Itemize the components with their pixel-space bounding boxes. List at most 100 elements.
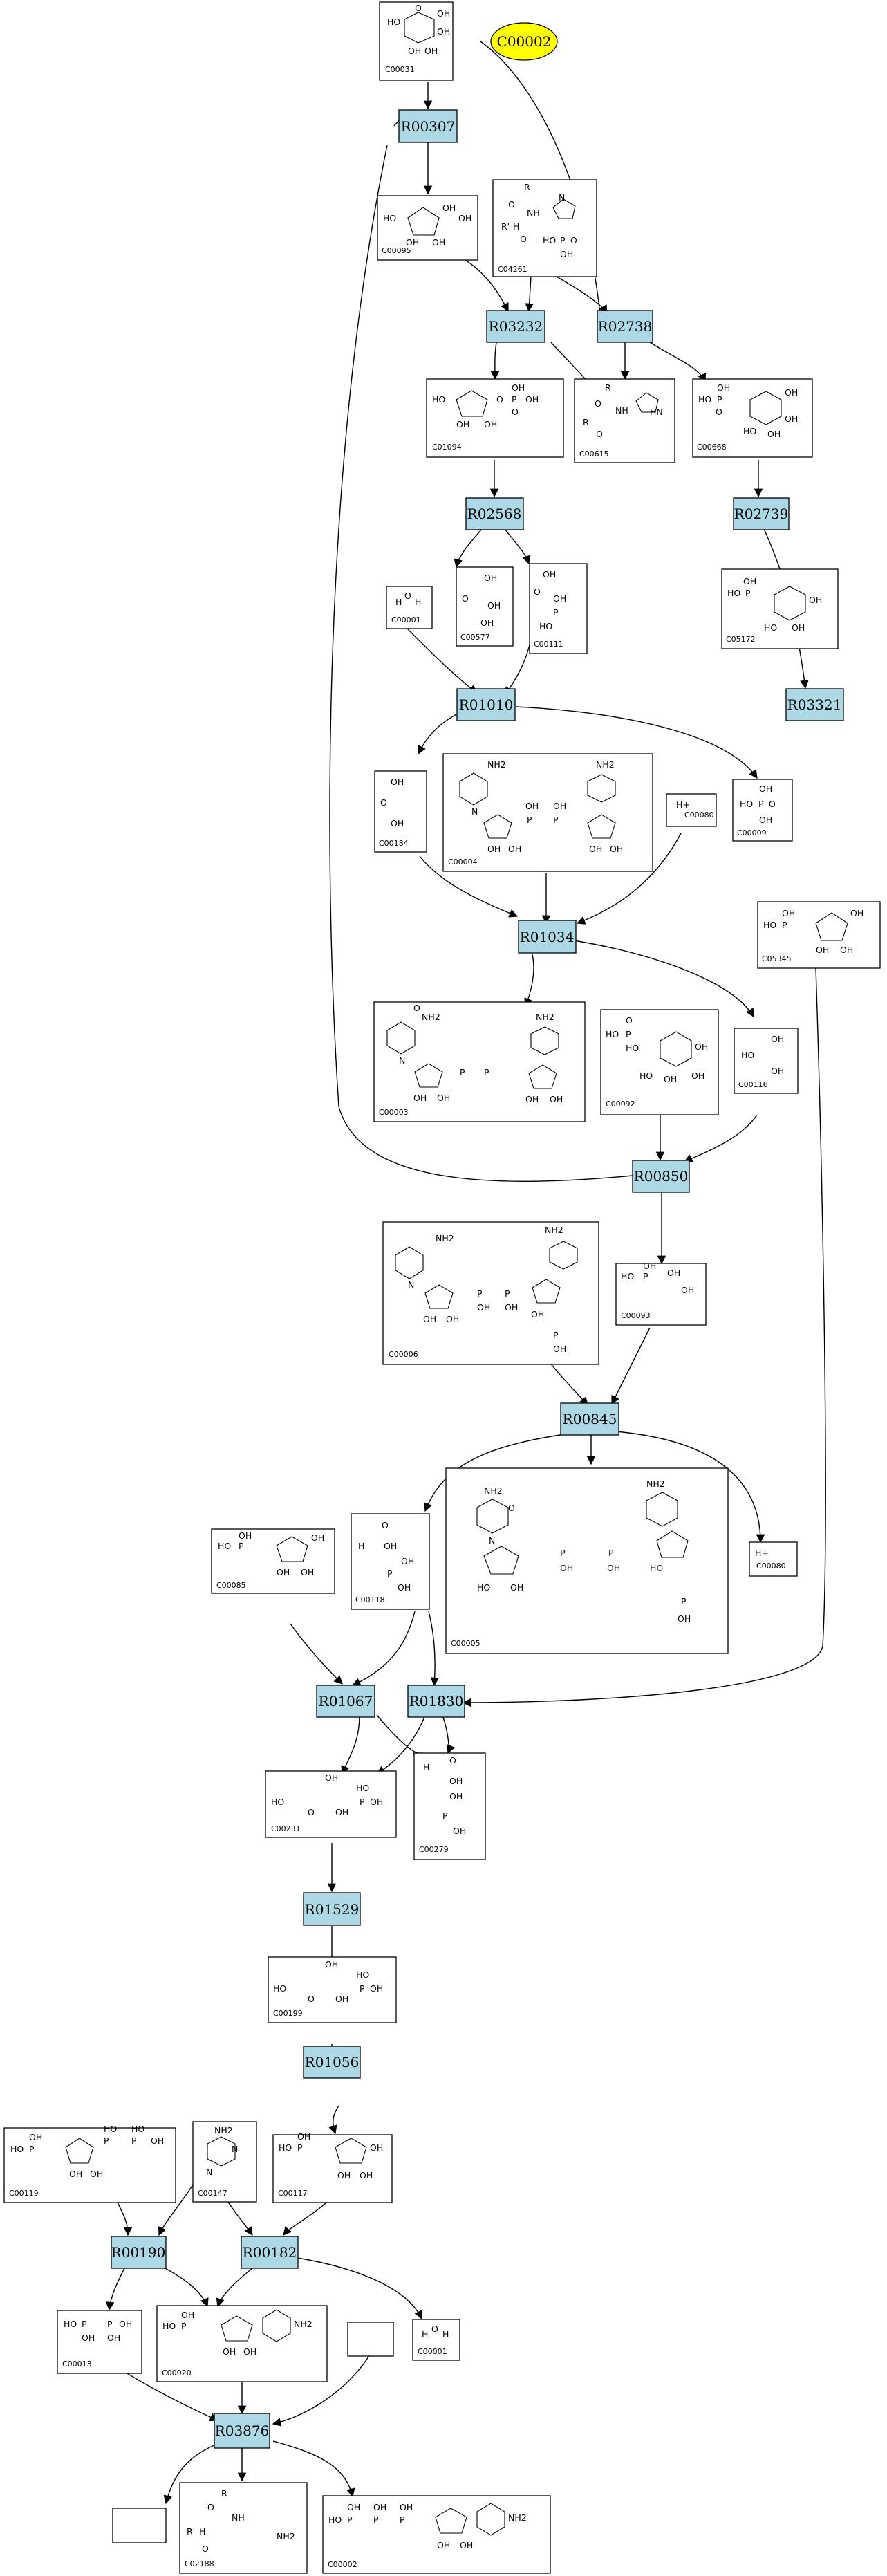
svg-text:NH2: NH2	[508, 2512, 527, 2523]
compound-node[interactable]: H+ C00080	[666, 793, 717, 827]
edge	[615, 1431, 765, 1544]
compound-node[interactable]: OH O OH OH C00577	[456, 566, 514, 647]
reaction-node[interactable]: R01056	[303, 2046, 361, 2079]
svg-text:N: N	[471, 806, 478, 817]
compound-node[interactable]: HO OH OH O P OH OH O C01094	[426, 378, 564, 458]
reaction-node[interactable]: R02568	[465, 497, 524, 530]
compound-node[interactable]: HO P OH OH OH C00093	[615, 1261, 707, 1326]
compound-node[interactable]: O HO P HO OH HO OH OH C00092	[600, 1009, 719, 1115]
svg-text:R01529: R01529	[305, 1901, 360, 1918]
svg-text:HO: HO	[764, 622, 777, 633]
svg-text:OH: OH	[456, 419, 469, 429]
svg-text:HO: HO	[273, 1983, 286, 1994]
compound-node[interactable]: H O H C00001	[412, 2319, 460, 2361]
compound-node[interactable]: HO P P P OH OH OH NH2 OH OH C00002	[322, 2495, 551, 2574]
svg-text:R00850: R00850	[634, 1168, 689, 1185]
svg-text:OH: OH	[347, 2502, 360, 2512]
compound-node[interactable]: HO OH OH OH OH C00095	[377, 195, 478, 261]
compound-node[interactable]: OH HO OH C00116	[734, 1028, 799, 1094]
reaction-node[interactable]: R00850	[632, 1160, 690, 1193]
reaction-nodes: R00307 R03232 R02738 R02568 R02739 R0101…	[111, 109, 844, 2449]
compound-node[interactable]: HO P OH OH OH OH C00085	[211, 1528, 335, 1594]
reaction-node[interactable]: R02738	[597, 310, 653, 343]
reaction-node[interactable]: R01830	[407, 1685, 465, 1718]
compound-node[interactable]: HO P P OH OH OH C00013	[57, 2310, 142, 2374]
svg-text:OH: OH	[681, 1285, 694, 1295]
compound-node[interactable]: R O NH R' O HN C00615	[574, 378, 675, 463]
compound-id: C00092	[606, 1100, 635, 1109]
edge	[462, 967, 826, 1707]
compound-node[interactable]: NH2 N OH OH P P OH OH NH2 OH P OH C00006	[382, 1221, 599, 1365]
svg-text:R02568: R02568	[467, 506, 522, 522]
svg-text:O: O	[207, 2502, 214, 2512]
compound-node[interactable]: NH2 N N C00147	[192, 2121, 257, 2203]
svg-text:HO: HO	[650, 1563, 663, 1573]
compound-id: C00001	[391, 615, 421, 624]
compound-node[interactable]: H O H C00001	[386, 586, 433, 629]
reaction-node[interactable]: R02739	[733, 497, 790, 530]
svg-text:P: P	[442, 1810, 448, 1821]
compound-node[interactable]: OH O OH C00184	[374, 770, 427, 853]
svg-text:OH: OH	[400, 2502, 413, 2512]
svg-text:O: O	[404, 591, 411, 601]
svg-text:OH: OH	[792, 622, 805, 633]
svg-text:OH: OH	[767, 429, 781, 439]
reaction-node[interactable]: R03876	[214, 2413, 270, 2449]
reaction-node[interactable]: R01034	[518, 920, 577, 954]
edge	[649, 342, 707, 383]
svg-text:P: P	[553, 815, 559, 825]
reaction-node[interactable]: R00182	[241, 2236, 299, 2269]
reaction-node[interactable]: R03321	[785, 688, 844, 721]
compound-node[interactable]: H+ C00080	[749, 1541, 798, 1577]
compound-node[interactable]	[112, 2508, 167, 2543]
edge	[328, 2105, 339, 2135]
svg-text:HO: HO	[356, 1783, 369, 1793]
compound-node[interactable]: HO OH O OH OH OH C00031	[379, 1, 454, 81]
edge	[297, 2257, 422, 2320]
compound-node[interactable]: NH2 O N HO OH P P OH OH NH2 HO P OH C000…	[445, 1467, 729, 1654]
svg-text:P: P	[104, 2135, 109, 2146]
edge	[158, 2178, 198, 2236]
svg-text:OH: OH	[508, 844, 521, 854]
start-compound[interactable]: C00002	[490, 22, 558, 61]
edge	[504, 639, 532, 696]
compound-node[interactable]: NH2 N OH OH P P OH OH NH2 OH OH C00004	[442, 753, 653, 872]
compound-node[interactable]: OH HO HO O OH P OH C00199	[268, 1956, 397, 2023]
compound-node[interactable]: NH2 O N OH OH P P NH2 OH OH C00003	[373, 1001, 586, 1122]
svg-text:P: P	[460, 1067, 465, 1077]
compound-node[interactable]: OH HO HO O OH P OH C00231	[265, 1770, 397, 1838]
svg-text:OH: OH	[553, 1344, 566, 1354]
reaction-node[interactable]: R00845	[560, 1402, 619, 1436]
compound-node[interactable]: HO P OH OH OH OH C05345	[757, 901, 881, 969]
compound-node[interactable]: HO P OH P P HO HO OH OH OH C00119	[3, 2124, 176, 2203]
svg-text:HO: HO	[539, 621, 552, 631]
compound-id: C00119	[9, 2189, 39, 2198]
compound-node[interactable]: OH HO P O OH C00009	[732, 779, 793, 842]
svg-text:H: H	[199, 2526, 205, 2537]
compound-id: C00093	[621, 1311, 651, 1320]
reaction-node[interactable]: R03232	[486, 310, 545, 343]
compound-node[interactable]: R O NH R' H O N HO P O OH C04261	[492, 179, 597, 277]
svg-text:OH: OH	[391, 777, 404, 787]
compound-node[interactable]: OH O OH P HO C00111	[529, 563, 588, 654]
reaction-node[interactable]: R00190	[111, 2236, 167, 2269]
edge	[490, 342, 500, 380]
reaction-node[interactable]: R01067	[316, 1685, 375, 1718]
edge	[428, 1611, 440, 1687]
svg-text:OH: OH	[505, 1302, 518, 1313]
compound-node[interactable]: H O OH OH P OH C00279	[413, 1752, 486, 1860]
compound-node[interactable]: R O NH R' H O NH2 C02188	[179, 2482, 308, 2574]
start-ellipse	[490, 22, 558, 61]
compound-node[interactable]: OH HO P OH HO OH C05172	[721, 568, 839, 649]
compound-node[interactable]: HO P OH O OH OH HO OH C00668	[692, 378, 813, 458]
svg-text:OH: OH	[442, 203, 456, 213]
compound-node[interactable]: HO P OH NH2 OH OH C00020	[156, 2305, 328, 2382]
reaction-node[interactable]: R00307	[398, 109, 458, 143]
compound-node[interactable]: O H OH OH P OH C00118	[351, 1513, 430, 1610]
reaction-node[interactable]: R01529	[303, 1892, 361, 1926]
compound-node[interactable]	[347, 2322, 394, 2357]
svg-text:NH2: NH2	[536, 1012, 554, 1022]
reaction-node[interactable]: R01010	[456, 688, 516, 721]
svg-text:H: H	[423, 1762, 429, 1772]
compound-node[interactable]: HO P OH OH OH OH C00117	[272, 2131, 393, 2203]
